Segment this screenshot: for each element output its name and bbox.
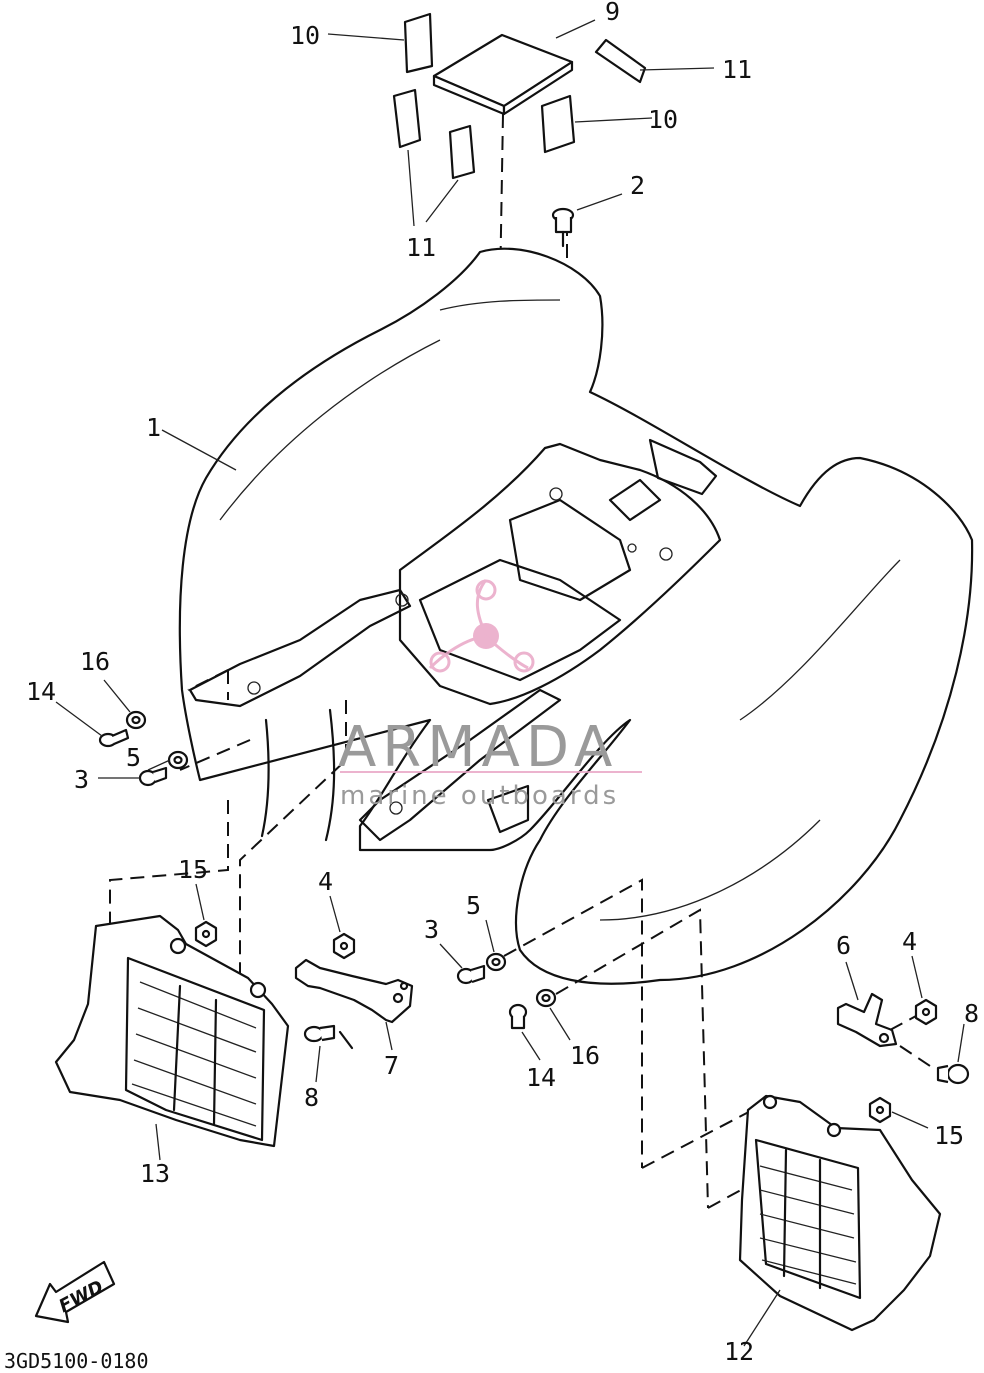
callout-3-left: 3: [74, 765, 89, 794]
nut-15-left: [194, 920, 218, 948]
mud-guard-13: [54, 914, 290, 1148]
bolt-3-left: [138, 766, 168, 787]
pad-11-left-b: [448, 124, 476, 180]
drawing-code: 3GD5100-0180: [4, 1349, 149, 1373]
washer-16-left: [125, 710, 147, 730]
mud-guard-12: [738, 1094, 942, 1332]
callout-1: 1: [146, 413, 161, 442]
callout-9: 9: [605, 0, 620, 26]
bracket-7: [294, 958, 414, 1024]
callout-5-right: 5: [466, 891, 481, 920]
washer-5-right: [485, 952, 507, 972]
bolt-8-right: [936, 1063, 970, 1085]
callout-15-left: 15: [178, 855, 208, 884]
armada-watermark: [340, 579, 642, 773]
callout-3-right: 3: [424, 915, 439, 944]
washer-5-left: [167, 750, 189, 770]
nut-4-right: [914, 998, 938, 1026]
watermark-title: ARMADA: [338, 715, 618, 780]
callout-11-left: 11: [406, 233, 436, 262]
bolt-3-right: [456, 964, 486, 985]
fwd-arrow: [34, 1260, 116, 1324]
callout-16-left: 16: [80, 647, 110, 676]
bolt-14-left: [98, 728, 130, 748]
callout-6: 6: [836, 931, 851, 960]
callout-8-left: 8: [304, 1083, 319, 1112]
callout-2: 2: [630, 171, 645, 200]
pad-10-right: [540, 94, 576, 154]
bracket-6: [836, 992, 898, 1048]
callout-15-right: 15: [934, 1121, 964, 1150]
callout-11-right: 11: [722, 55, 752, 84]
callout-14-left: 14: [26, 677, 56, 706]
rear-fender-1: [178, 247, 974, 985]
washer-16-right: [535, 988, 557, 1008]
nut-15-right: [868, 1096, 892, 1124]
pad-10-top: [403, 12, 434, 74]
callout-7: 7: [384, 1051, 399, 1080]
seat-pad-9: [432, 33, 574, 116]
callout-4-left: 4: [318, 867, 333, 896]
bolt-8-left: [303, 1024, 336, 1043]
bolt-2: [551, 207, 575, 248]
nut-4-left: [332, 932, 356, 960]
callout-14-right: 14: [526, 1063, 556, 1092]
pad-11-right-top: [594, 38, 647, 84]
callout-4-right: 4: [902, 927, 917, 956]
watermark-logo-icon: [428, 579, 535, 673]
callout-5-left: 5: [126, 743, 141, 772]
callout-8-right: 8: [964, 999, 979, 1028]
callout-13: 13: [140, 1159, 170, 1188]
callout-10-right: 10: [648, 105, 678, 134]
callout-10-top: 10: [290, 21, 320, 50]
watermark-subtitle: marine outboards: [340, 781, 619, 811]
pad-11-left-a: [392, 88, 422, 149]
callout-12: 12: [724, 1337, 754, 1366]
callout-16-right: 16: [570, 1041, 600, 1070]
bolt-14-right: [508, 1003, 528, 1030]
